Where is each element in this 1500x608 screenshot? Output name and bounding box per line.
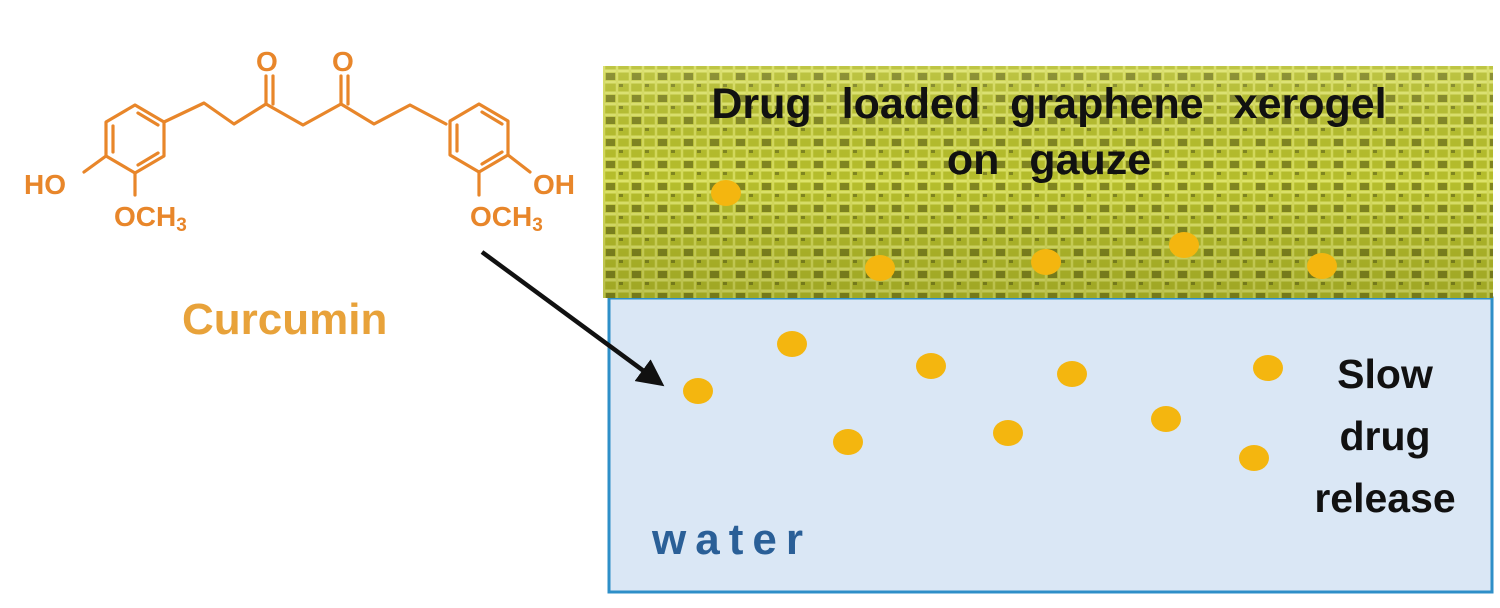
gauze-label-line1: Drug loaded graphene xerogel (711, 80, 1387, 128)
carbonyl-oxygen-left: O (256, 46, 278, 77)
release-label-line1: Slow (1337, 351, 1433, 397)
drug-particle (1151, 406, 1181, 432)
drug-particle (1307, 253, 1337, 279)
hydroxyl-left: HO (24, 169, 66, 200)
drug-particle (1169, 232, 1199, 258)
methoxy-right: OCH3 (470, 201, 543, 236)
release-label-line3: release (1314, 475, 1456, 521)
release-label: Slow drug release (1300, 343, 1470, 529)
drug-particle (777, 331, 807, 357)
drug-particle (1253, 355, 1283, 381)
curcumin-structure (82, 74, 532, 197)
gauze-label-line2: on gauze (946, 136, 1152, 184)
drug-particle (833, 429, 863, 455)
drug-particle (916, 353, 946, 379)
drug-particle (993, 420, 1023, 446)
hydroxyl-right: OH (533, 169, 575, 200)
drug-particle (865, 255, 895, 281)
drug-particle (1057, 361, 1087, 387)
drug-particles (683, 180, 1337, 471)
drug-particle (1031, 249, 1061, 275)
drug-particle (1239, 445, 1269, 471)
release-label-line2: drug (1339, 413, 1431, 459)
drug-particle (683, 378, 713, 404)
water-label: water (652, 515, 812, 564)
gauze-label: Drug loaded graphene xerogel on gauze (604, 76, 1494, 188)
drug-particle (711, 180, 741, 206)
methoxy-left: OCH3 (114, 201, 187, 236)
water-container (607, 296, 1494, 594)
release-arrow (480, 250, 665, 387)
carbonyl-oxygen-right: O (332, 46, 354, 77)
molecule-name: Curcumin (182, 295, 388, 344)
